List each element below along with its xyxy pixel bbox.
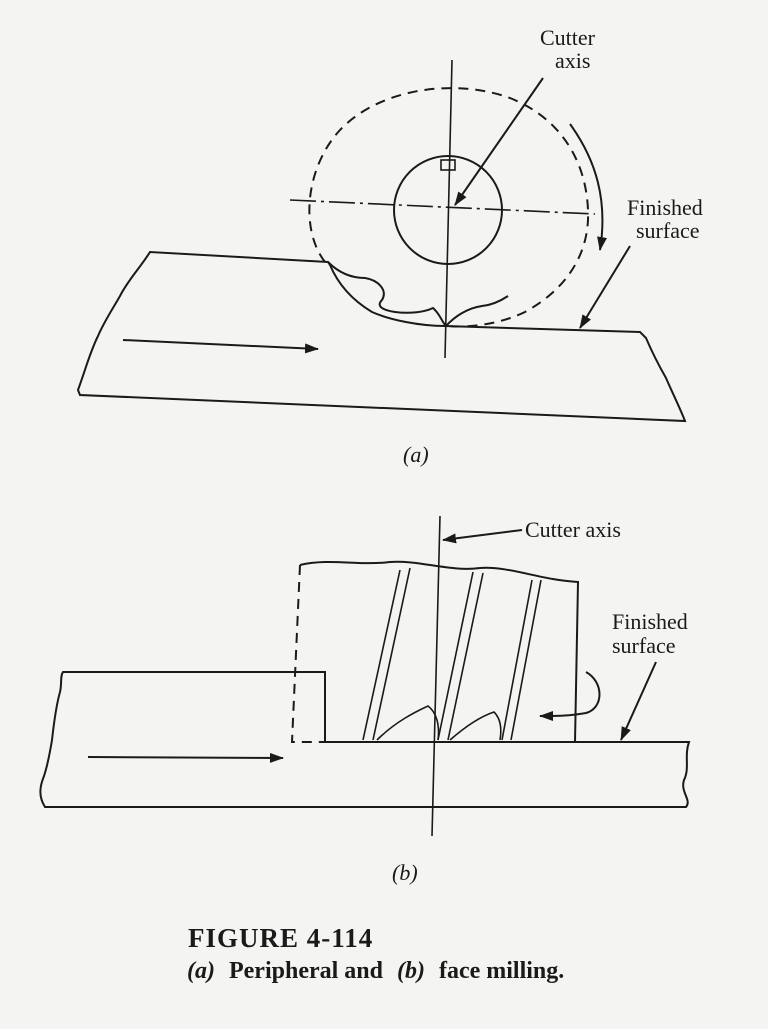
center-line-b bbox=[431, 515, 441, 837]
caption-part-b: face milling. bbox=[439, 958, 564, 984]
cutter-outline-a bbox=[308, 87, 590, 328]
finished-surface-label-a-line1: Finished bbox=[627, 195, 703, 220]
cutter-body-b bbox=[299, 560, 580, 743]
figure-number: FIGURE 4-114 bbox=[188, 923, 373, 953]
cutter-teeth-b bbox=[376, 705, 502, 741]
finished-surface-label-b-line1: Finished bbox=[612, 609, 688, 634]
center-line-horizontal-a bbox=[289, 199, 596, 215]
cutter-teeth-a bbox=[327, 261, 509, 328]
caption-text: (a) Peripheral and (b) face milling. bbox=[187, 958, 564, 984]
workpiece-a bbox=[76, 250, 687, 423]
cutter-hidden-edge-b bbox=[290, 564, 325, 743]
sublabel-b: (b) bbox=[392, 860, 418, 885]
feed-arrow-a bbox=[122, 339, 319, 354]
sublabel-a: (a) bbox=[403, 442, 429, 467]
cutter-axis-label-b: Cutter axis bbox=[525, 517, 621, 542]
cutter-axis-leader-b bbox=[442, 529, 523, 544]
finished-surface-leader-a bbox=[579, 245, 631, 329]
rotation-arrow-a bbox=[569, 123, 607, 251]
diagram-a-peripheral-milling: Cutter axis Finished surface (a) bbox=[76, 25, 703, 467]
caption-part-a: Peripheral and bbox=[229, 958, 384, 984]
caption-marker-a: (a) bbox=[187, 958, 215, 984]
finished-surface-label-a-line2: surface bbox=[636, 218, 700, 243]
rotation-arrow-b bbox=[539, 671, 601, 721]
cutter-flutes-b bbox=[362, 567, 542, 741]
cutter-axis-label-a-line2: axis bbox=[555, 48, 590, 73]
workpiece-b bbox=[39, 671, 691, 808]
feed-arrow-b bbox=[87, 752, 284, 763]
cutter-axis-leader-a bbox=[454, 77, 544, 206]
figure-caption: FIGURE 4-114 (a) Peripheral and (b) face… bbox=[187, 923, 564, 984]
keyway-a bbox=[440, 159, 456, 171]
finished-surface-leader-b bbox=[620, 661, 657, 741]
center-line-vertical-a bbox=[444, 59, 453, 359]
caption-marker-b: (b) bbox=[397, 958, 425, 984]
finished-surface-label-b-line2: surface bbox=[612, 633, 676, 658]
cutter-axis-label-a-line1: Cutter bbox=[540, 25, 596, 50]
diagram-b-face-milling: Cutter axis Finished surface (b) bbox=[39, 515, 691, 885]
